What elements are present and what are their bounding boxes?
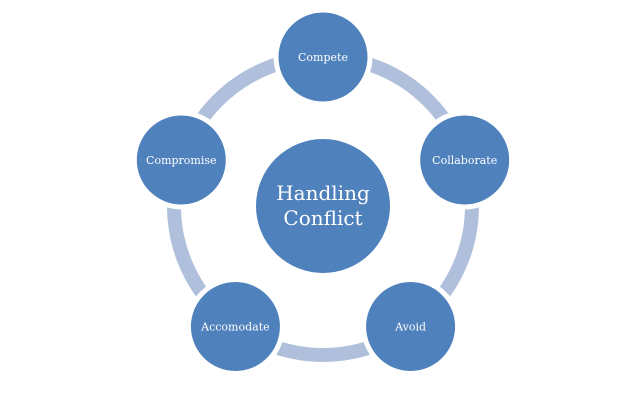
node-circle	[361, 277, 461, 377]
node-compete: Compete	[273, 7, 373, 107]
node-label: Accomodate	[200, 321, 269, 334]
node-circle	[273, 7, 373, 107]
node-circle	[185, 277, 285, 377]
node-compromise: Compromise	[131, 110, 231, 210]
node-collaborate: Collaborate	[415, 110, 515, 210]
center-label-line2: Conflict	[283, 206, 362, 230]
node-label: Compromise	[146, 154, 217, 167]
center-node: Handling Conflict	[254, 137, 392, 275]
node-label: Avoid	[394, 321, 426, 334]
node-circle	[415, 110, 515, 210]
node-label: Collaborate	[432, 154, 497, 167]
center-label-line1: Handling	[276, 181, 370, 205]
node-accomodate: Accomodate	[185, 277, 285, 377]
node-circle	[131, 110, 231, 210]
node-label: Compete	[298, 51, 348, 64]
node-avoid: Avoid	[361, 277, 461, 377]
